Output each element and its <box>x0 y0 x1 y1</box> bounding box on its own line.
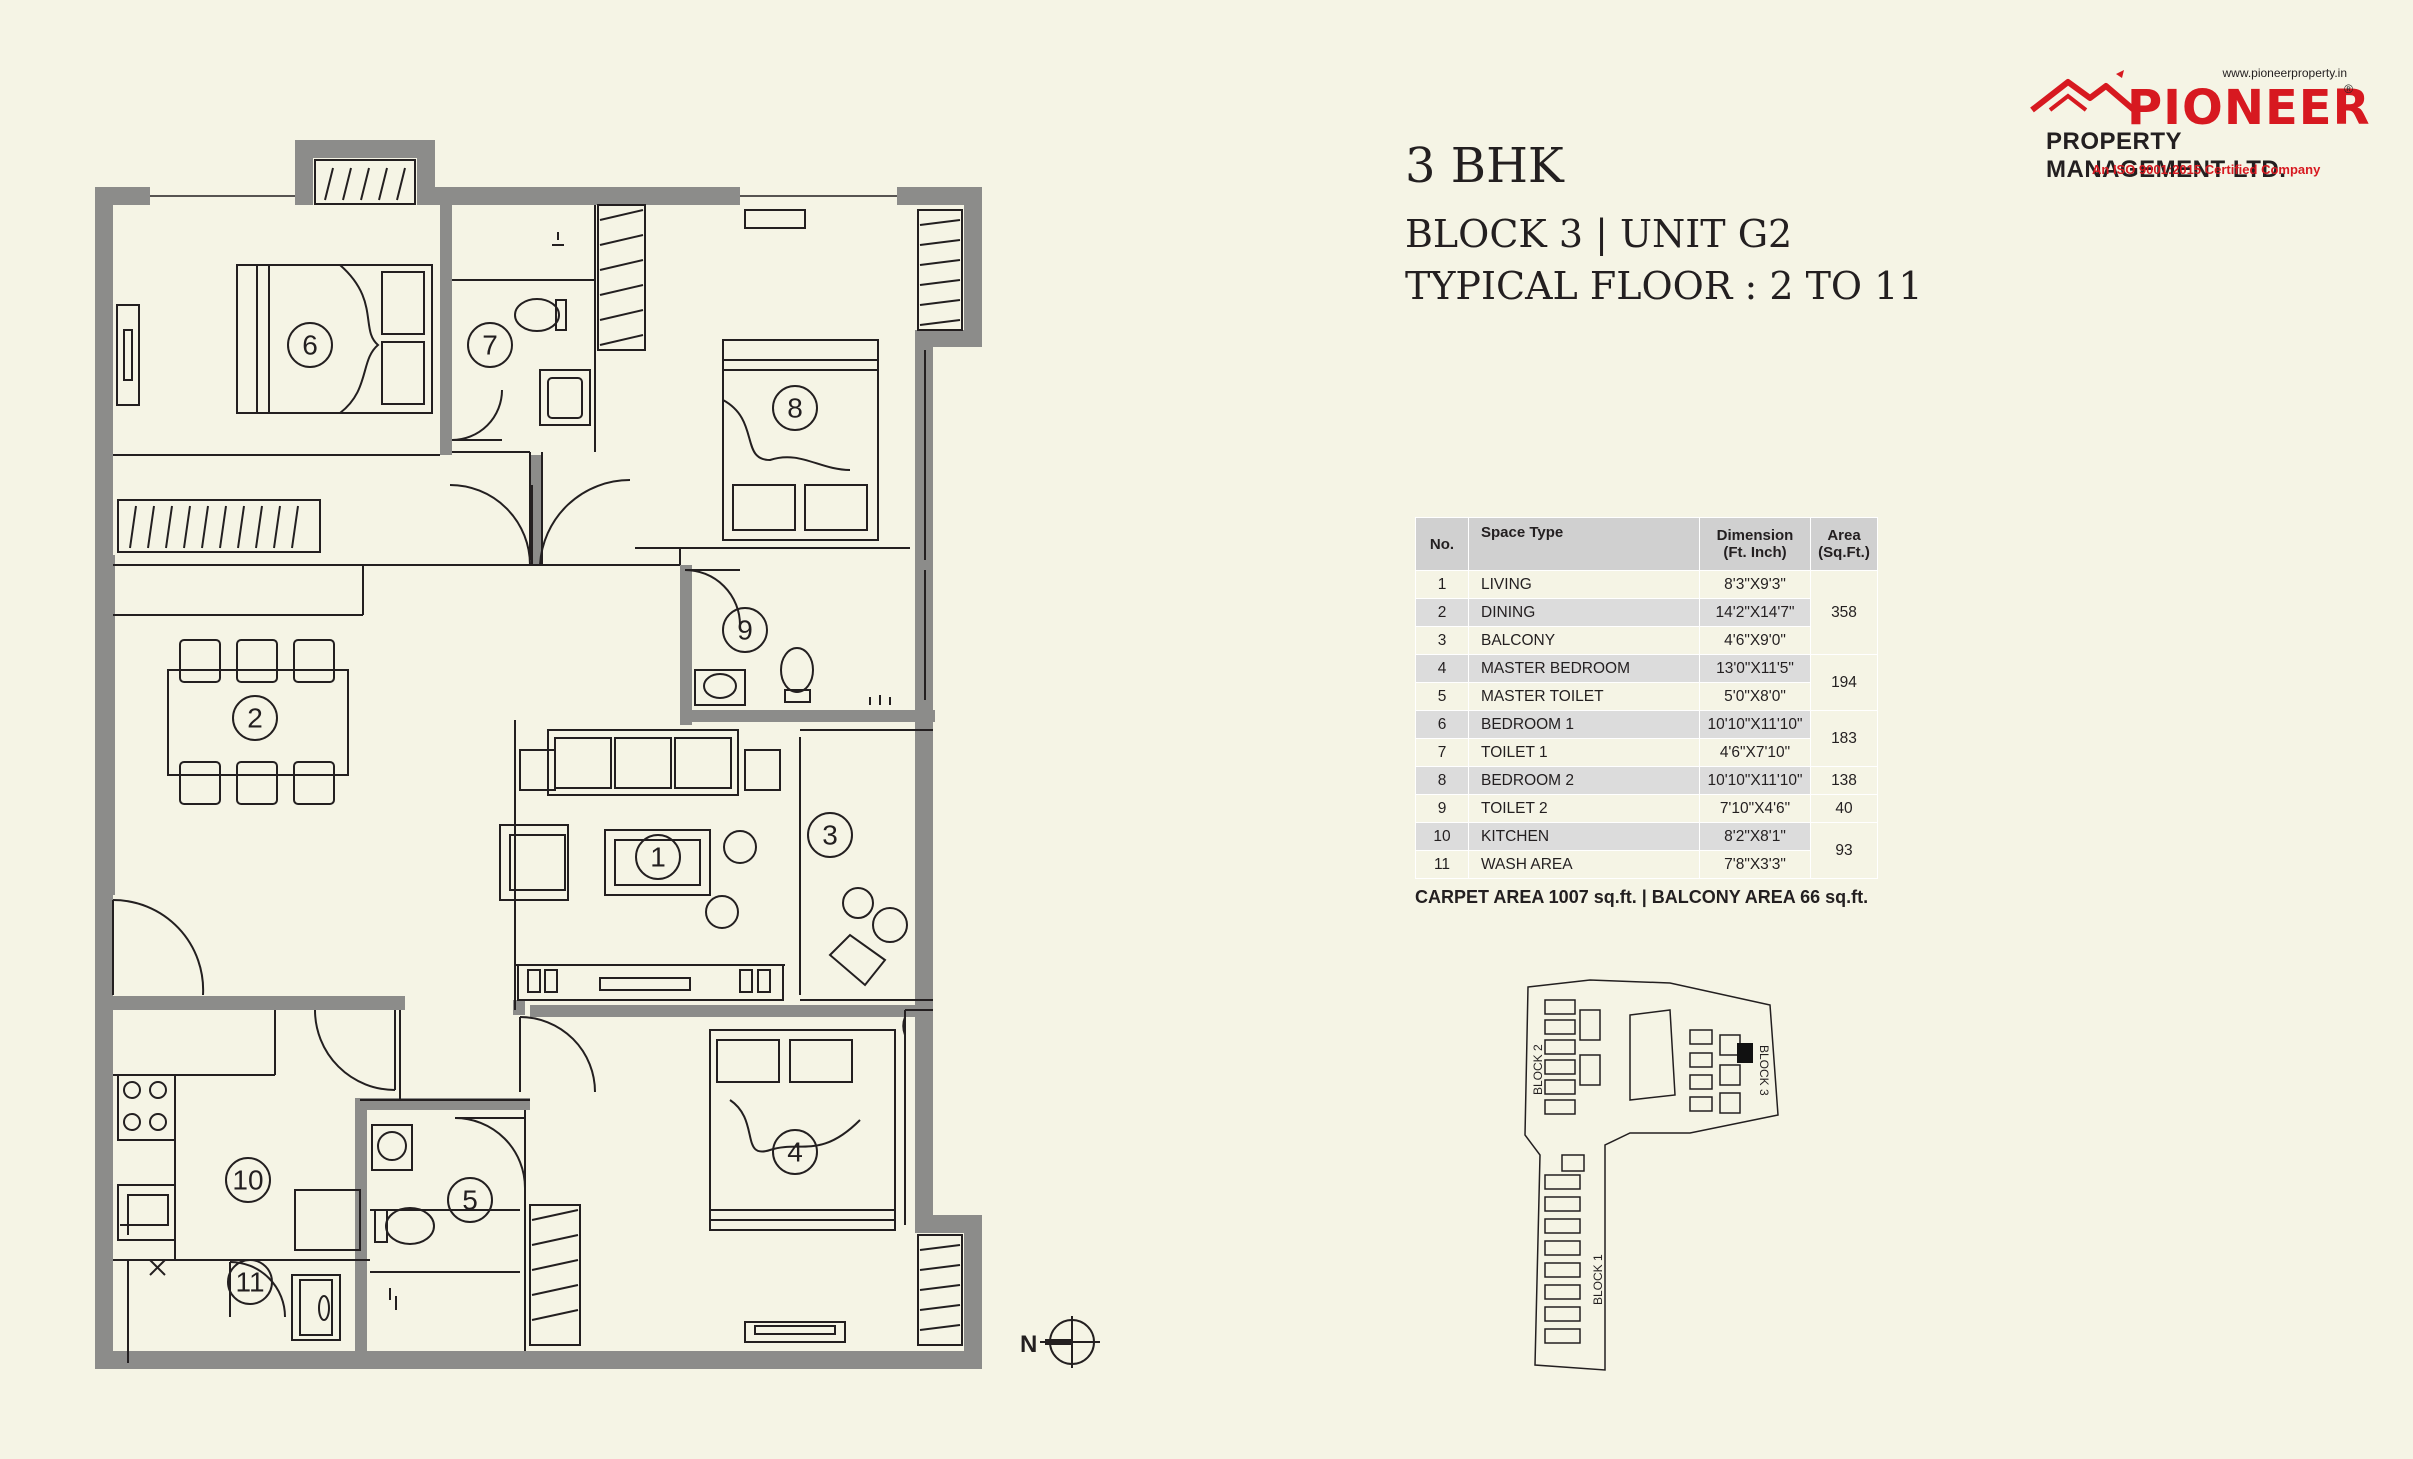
area-table: No. Space Type Dimension(Ft. Inch) Area(… <box>1415 517 1878 879</box>
house-roof-icon <box>2030 70 2136 113</box>
table-header-row: No. Space Type Dimension(Ft. Inch) Area(… <box>1415 517 1878 571</box>
header-space-type: Space Type <box>1468 517 1700 571</box>
pioneer-logo: www.pioneerproperty.in PIONEER ® PROPERT… <box>2022 62 2370 202</box>
table-row: 3 BALCONY 4'6"X9'0" <box>1415 626 1878 655</box>
cell-dimension: 5'0"X8'0" <box>1699 682 1811 711</box>
dining-table <box>167 639 349 805</box>
cell-no: 2 <box>1415 598 1469 627</box>
table-row: 4 MASTER BEDROOM 13'0"X11'5" 194 <box>1415 654 1878 711</box>
cell-no: 10 <box>1415 822 1469 851</box>
cell-space: BEDROOM 2 <box>1468 766 1700 795</box>
logo-certification: An ISO 9001:2015 Certified Company <box>2092 162 2321 177</box>
cell-dimension: 4'6"X9'0" <box>1699 626 1811 655</box>
room-label-2: 2 <box>247 703 263 734</box>
logo-subtitle: PROPERTY MANAGEMENT LTD. <box>2046 128 2287 183</box>
kitchen-fixtures <box>117 1074 361 1341</box>
cell-space: BEDROOM 1 <box>1468 710 1700 739</box>
registered-mark: ® <box>2344 82 2353 96</box>
cell-space: MASTER TOILET <box>1468 682 1700 711</box>
cell-dimension: 10'10"X11'10" <box>1699 710 1811 739</box>
living-furniture <box>499 729 908 1001</box>
room-labels <box>225 322 853 1305</box>
cell-space: LIVING <box>1468 570 1700 599</box>
room-label-7: 7 <box>482 330 498 361</box>
cell-space: WASH AREA <box>1468 850 1700 879</box>
cell-no: 7 <box>1415 738 1469 767</box>
cell-space: MASTER BEDROOM <box>1468 654 1700 683</box>
toilets <box>371 232 891 1310</box>
keyplan-block3: BLOCK 3 <box>1757 1045 1771 1096</box>
cell-dimension: 7'10"X4'6" <box>1699 794 1811 823</box>
cell-no: 8 <box>1415 766 1469 795</box>
room-label-3: 3 <box>822 820 838 851</box>
cell-no: 6 <box>1415 710 1469 739</box>
keyplan-block2: BLOCK 2 <box>1531 1044 1545 1095</box>
cell-no: 3 <box>1415 626 1469 655</box>
table-row: 8 BEDROOM 2 10'10"X11'10" 138 <box>1415 766 1878 795</box>
cell-no: 5 <box>1415 682 1469 711</box>
cell-space: BALCONY <box>1468 626 1700 655</box>
table-row: 5 MASTER TOILET 5'0"X8'0" <box>1415 682 1878 711</box>
room-label-8: 8 <box>787 393 803 424</box>
cell-dimension: 4'6"X7'10" <box>1699 738 1811 767</box>
logo-brand: PIONEER <box>2127 80 2371 136</box>
table-row: 11 WASH AREA 7'8"X3'3" <box>1415 850 1878 879</box>
cell-area: 358 <box>1810 570 1878 655</box>
unit-type-heading: 3 BHK <box>1405 138 1564 194</box>
table-row: 2 DINING 14'2"X14'7" <box>1415 598 1878 627</box>
cell-dimension: 8'2"X8'1" <box>1699 822 1811 851</box>
header-dimension: Dimension(Ft. Inch) <box>1699 517 1811 571</box>
cell-no: 4 <box>1415 654 1469 683</box>
table-row: 6 BEDROOM 1 10'10"X11'10" 183 <box>1415 710 1878 767</box>
cell-space: DINING <box>1468 598 1700 627</box>
floor-heading: TYPICAL FLOOR : 2 TO 11 <box>1405 264 1923 308</box>
logo-url: www.pioneerproperty.in <box>2222 66 2347 80</box>
cell-area: 138 <box>1810 766 1878 795</box>
room-label-10: 10 <box>232 1165 263 1196</box>
table-row: 9 TOILET 2 7'10"X4'6" 40 <box>1415 794 1878 823</box>
header-no: No. <box>1415 517 1469 571</box>
cell-dimension: 10'10"X11'10" <box>1699 766 1811 795</box>
cell-dimension: 7'8"X3'3" <box>1699 850 1811 879</box>
cell-no: 11 <box>1415 850 1469 879</box>
cell-area: 40 <box>1810 794 1878 823</box>
cell-dimension: 14'2"X14'7" <box>1699 598 1811 627</box>
room-label-9: 9 <box>737 615 753 646</box>
walls <box>95 140 982 1369</box>
block-unit-heading: BLOCK 3 | UNIT G2 <box>1405 212 1793 256</box>
cell-no: 1 <box>1415 570 1469 599</box>
header-area: Area(Sq.Ft.) <box>1810 517 1878 571</box>
room-label-4: 4 <box>787 1137 803 1168</box>
area-summary: CARPET AREA 1007 sq.ft. | BALCONY AREA 6… <box>1415 887 1869 907</box>
cell-area: 183 <box>1810 710 1878 767</box>
room-label-1: 1 <box>650 842 666 873</box>
floor-plan: 6 7 8 9 2 1 3 4 5 10 11 <box>95 140 982 1369</box>
cell-space: TOILET 1 <box>1468 738 1700 767</box>
wardrobes <box>116 159 963 1346</box>
compass-north-label: N <box>1020 1331 1037 1358</box>
cell-dimension: 8'3"X9'3" <box>1699 570 1811 599</box>
cell-space: TOILET 2 <box>1468 794 1700 823</box>
table-row: 7 TOILET 1 4'6"X7'10" <box>1415 738 1878 767</box>
key-plan: BLOCK 2 BLOCK 3 BLOCK 1 <box>1524 979 1779 1371</box>
room-label-6: 6 <box>302 330 318 361</box>
north-compass-icon: N <box>1020 1316 1100 1368</box>
cell-no: 9 <box>1415 794 1469 823</box>
cell-dimension: 13'0"X11'5" <box>1699 654 1811 683</box>
keyplan-block1: BLOCK 1 <box>1591 1254 1605 1305</box>
cell-space: KITCHEN <box>1468 822 1700 851</box>
cell-area: 194 <box>1810 654 1878 711</box>
room-label-11: 11 <box>235 1267 264 1298</box>
room-label-5: 5 <box>462 1185 478 1216</box>
table-row: 10 KITCHEN 8'2"X8'1" 93 <box>1415 822 1878 879</box>
table-row: 1 LIVING 8'3"X9'3" 358 <box>1415 570 1878 655</box>
beds <box>236 264 896 1231</box>
cell-area: 93 <box>1810 822 1878 879</box>
